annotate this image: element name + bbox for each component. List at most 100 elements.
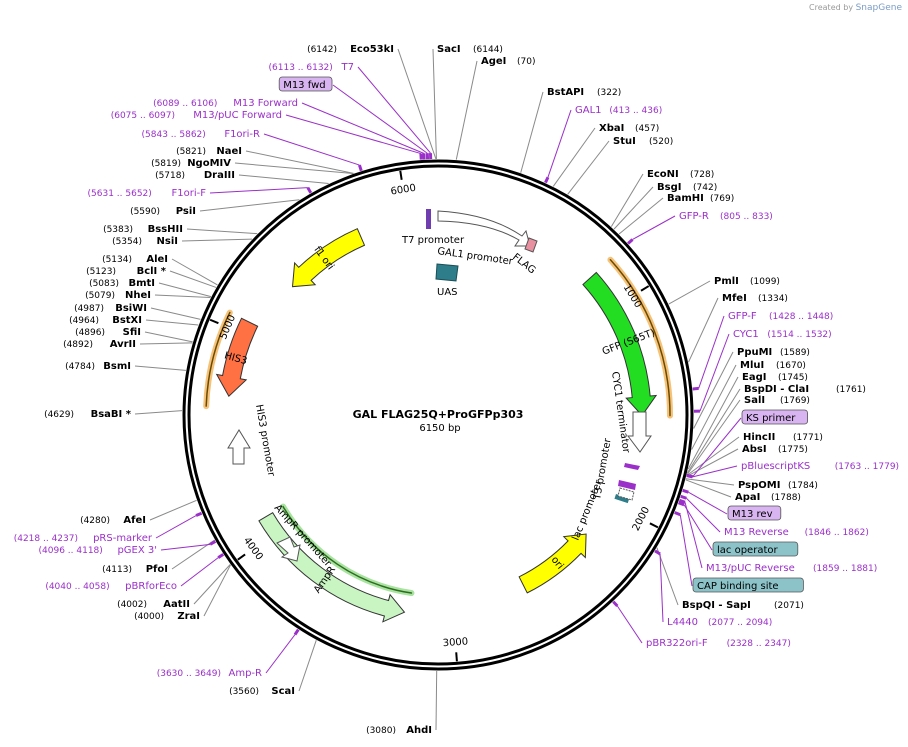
label-pos-bspqi-sapi: (2071) — [774, 601, 804, 611]
primer-amp-r[interactable]: Amp-R(3630 .. 3649) — [157, 668, 262, 679]
label-name-m13-rev: M13 rev — [732, 509, 773, 520]
connector-bsmi — [134, 365, 186, 371]
enzyme-hincii[interactable]: HincII(1771) — [743, 432, 823, 443]
primer-pgex-3[interactable]: pGEX 3'(4096 .. 4118) — [39, 545, 157, 556]
primer-m13-rev[interactable]: M13 rev — [727, 505, 782, 521]
lac-promoter-arrow — [617, 487, 635, 501]
enzyme-ahdi[interactable]: AhdI(3080) — [366, 725, 432, 736]
enzyme-sfii[interactable]: SfiI(4896) — [75, 327, 141, 338]
enzyme-pmli[interactable]: PmlI(1099) — [714, 276, 780, 287]
label-pos-ngomiv: (5819) — [151, 159, 181, 169]
enzyme-avrii[interactable]: AvrII(4892) — [63, 339, 136, 350]
enzyme-bsiwi[interactable]: BsiWI(4987) — [74, 303, 147, 314]
label-pos-pspomi: (1784) — [788, 481, 818, 491]
enzyme-apai[interactable]: ApaI(1788) — [735, 492, 801, 503]
primer-gfp-f[interactable]: GFP-F(1428 .. 1448) — [728, 311, 833, 322]
label-pos-pmli: (1099) — [750, 277, 780, 287]
enzyme-absi[interactable]: AbsI(1775) — [742, 444, 808, 455]
enzyme-ngomiv[interactable]: NgoMIV(5819) — [151, 158, 231, 169]
enzyme-saci[interactable]: SacI(6144) — [437, 44, 503, 55]
connector-eagi — [687, 376, 739, 470]
primer-m13-forward[interactable]: M13 Forward(6089 .. 6106) — [153, 98, 298, 109]
feature-ampr[interactable]: AmpR — [258, 512, 406, 623]
uas-feature[interactable]: UAS — [435, 263, 459, 298]
enzyme-sali[interactable]: SalI (1769) — [744, 395, 810, 406]
primer-m13-fwd[interactable]: M13 fwd — [278, 76, 333, 92]
connector-agei — [455, 60, 478, 160]
primer-m13-puc-reverse[interactable]: M13/pUC Reverse(1859 .. 1881) — [706, 563, 877, 574]
primer-l4440[interactable]: L4440(2077 .. 2094) — [667, 617, 772, 628]
primer-gal1[interactable]: GAL1(413 .. 436) — [575, 105, 662, 116]
enzyme-nhei[interactable]: NheI(5079) — [85, 290, 151, 301]
enzyme-mfei[interactable]: MfeI(1334) — [722, 293, 788, 304]
enzyme-alei[interactable]: AleI(5134) — [102, 254, 168, 265]
connector-bmti — [158, 282, 212, 298]
enzyme-pspomi[interactable]: PspOMI(1784) — [738, 480, 818, 491]
feature-f1-ori[interactable]: f1 ori — [291, 228, 366, 288]
primer-cap-binding-site[interactable]: CAP binding site — [692, 577, 804, 593]
connector-alei — [171, 258, 218, 286]
primer-f1ori-r[interactable]: F1ori-R(5843 .. 5862) — [142, 129, 261, 140]
enzyme-bsmi[interactable]: BsmI(4784) — [65, 361, 131, 372]
primer-mark-m13-reverse — [680, 494, 687, 500]
enzyme-bsgi[interactable]: BsgI(742) — [657, 182, 717, 193]
enzyme-bstxi[interactable]: BstXI(4964) — [69, 315, 142, 326]
label-pos-sali: (1769) — [780, 396, 810, 406]
label-name-sali: SalI — [744, 395, 765, 406]
his3-promoter-feature[interactable]: HIS3 promoter — [227, 404, 277, 478]
enzyme-bspdi-clai[interactable]: BspDI - ClaI(1761) — [744, 384, 866, 395]
enzyme-xbai[interactable]: XbaI(457) — [599, 123, 659, 134]
enzyme-bsshii[interactable]: BssHII(5383) — [103, 224, 183, 235]
enzyme-draiii[interactable]: DraIII(5718) — [155, 170, 235, 181]
enzyme-bcli[interactable]: BclI *(5123) — [86, 266, 167, 277]
primer-t7[interactable]: T7(6113 .. 6132) — [269, 62, 354, 73]
backbone-outer-ring — [182, 159, 694, 671]
enzyme-bamhi[interactable]: BamHI(769) — [667, 193, 734, 204]
label-pos-bsabi: (4629) — [44, 410, 74, 420]
label-name-bsgi: BsgI — [657, 182, 681, 193]
enzyme-bsabi[interactable]: BsaBI *(4629) — [44, 409, 132, 420]
primer-f1ori-f[interactable]: F1ori-F(5631 .. 5652) — [88, 188, 207, 199]
primer-lac-operator[interactable]: lac operator — [712, 541, 799, 557]
primer-pbrforeco[interactable]: pBRforEco(4040 .. 4058) — [45, 581, 177, 592]
enzyme-eco53ki[interactable]: Eco53kI(6142) — [307, 44, 394, 55]
primer-m13-reverse[interactable]: M13 Reverse(1846 .. 1862) — [724, 527, 869, 538]
label-name-mlui: MluI — [740, 360, 764, 371]
enzyme-eagi[interactable]: EagI(1745) — [742, 372, 808, 383]
enzyme-stui[interactable]: StuI(520) — [613, 136, 673, 147]
enzyme-mlui[interactable]: MluI(1670) — [740, 360, 806, 371]
enzyme-nsii[interactable]: NsiI(5354) — [112, 236, 178, 247]
primer-prs-marker[interactable]: pRS-marker(4218 .. 4237) — [14, 533, 153, 544]
primer-m13-puc-forward[interactable]: M13/pUC Forward(6075 .. 6097) — [111, 110, 282, 121]
label-pos-alei: (5134) — [102, 255, 132, 265]
enzyme-pfoi[interactable]: PfoI(4113) — [102, 564, 168, 575]
enzyme-scai[interactable]: ScaI(3560) — [229, 686, 295, 697]
enzyme-psii[interactable]: PsiI(5590) — [130, 206, 196, 217]
connector-m13-reverse — [686, 497, 721, 533]
enzyme-agei[interactable]: AgeI(70) — [481, 56, 535, 67]
connector-pgex-3 — [160, 543, 211, 551]
primer-ks-primer[interactable]: KS primer — [741, 409, 808, 425]
enzyme-aatii[interactable]: AatII(4002) — [117, 599, 190, 610]
enzyme-econi[interactable]: EcoNI(728) — [647, 169, 714, 180]
primer-cyc1[interactable]: CYC1(1514 .. 1532) — [733, 329, 832, 340]
snapgene-logo[interactable]: SnapGene — [855, 3, 902, 13]
enzyme-bmti[interactable]: BmtI(5083) — [89, 278, 155, 289]
enzyme-ppumi[interactable]: PpuMI(1589) — [737, 347, 810, 358]
enzyme-bspqi-sapi[interactable]: BspQI - SapI(2071) — [682, 600, 804, 611]
primer-pbr322ori-f[interactable]: pBR322ori-F(2328 .. 2347) — [646, 638, 791, 649]
credit-prefix: Created by — [809, 3, 854, 12]
enzyme-zrai[interactable]: ZraI(4000) — [134, 611, 200, 622]
connector-nhei — [154, 294, 211, 299]
primer-pbluescriptks[interactable]: pBluescriptKS(1763 .. 1779) — [741, 461, 899, 472]
t7-promoter-feature[interactable]: T7 promoter — [401, 209, 465, 246]
his3-promoter-label: HIS3 promoter — [253, 404, 277, 478]
feature-ori[interactable]: ori — [518, 533, 587, 594]
enzyme-afei[interactable]: AfeI(4280) — [80, 515, 146, 526]
primer-gfp-r[interactable]: GFP-R(805 .. 833) — [679, 211, 773, 222]
enzyme-bstapi[interactable]: BstAPI(322) — [547, 87, 621, 98]
label-name-gal1: GAL1 — [575, 105, 602, 116]
feature-his3[interactable]: HIS3 — [215, 317, 259, 398]
enzyme-naei[interactable]: NaeI(5821) — [176, 146, 242, 157]
